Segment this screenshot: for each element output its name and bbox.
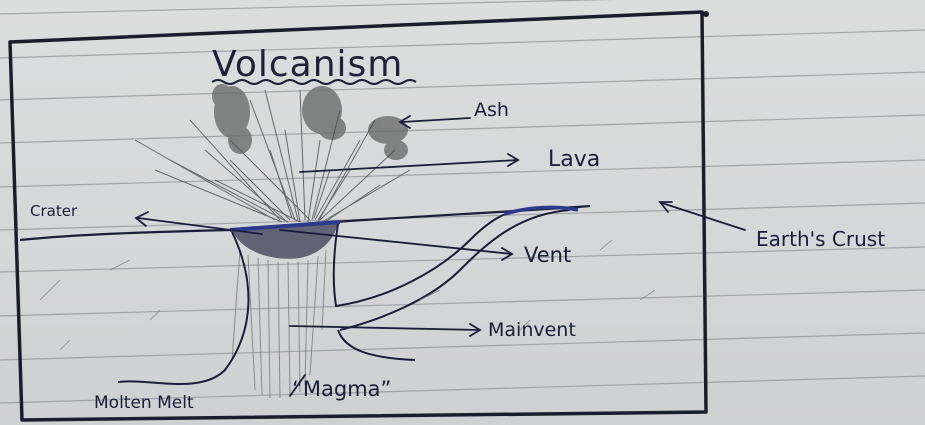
- diagram-title: Volcanism: [212, 44, 403, 85]
- ruled-lines: [0, 0, 925, 403]
- label-crater: Crater: [30, 202, 78, 220]
- label-main-vent: Mainvent: [488, 319, 576, 341]
- ash-arrow: [402, 118, 470, 122]
- label-earths-crust: Earth's Crust: [756, 227, 885, 251]
- label-ash: Ash: [474, 99, 509, 121]
- label-lava: Lava: [548, 147, 600, 172]
- label-arrows: [136, 116, 745, 396]
- label-molten-melt: Molten Melt: [94, 393, 194, 413]
- conduit-left-wall: [118, 232, 248, 384]
- ash-clouds: [212, 84, 408, 160]
- label-vent: Vent: [524, 243, 571, 267]
- side-vent: [340, 210, 570, 330]
- conduit-right-wall: [334, 210, 520, 306]
- main-vent-arrow: [290, 326, 480, 330]
- eruption-streaks: [135, 90, 410, 222]
- label-magma: “Magma”: [292, 377, 391, 401]
